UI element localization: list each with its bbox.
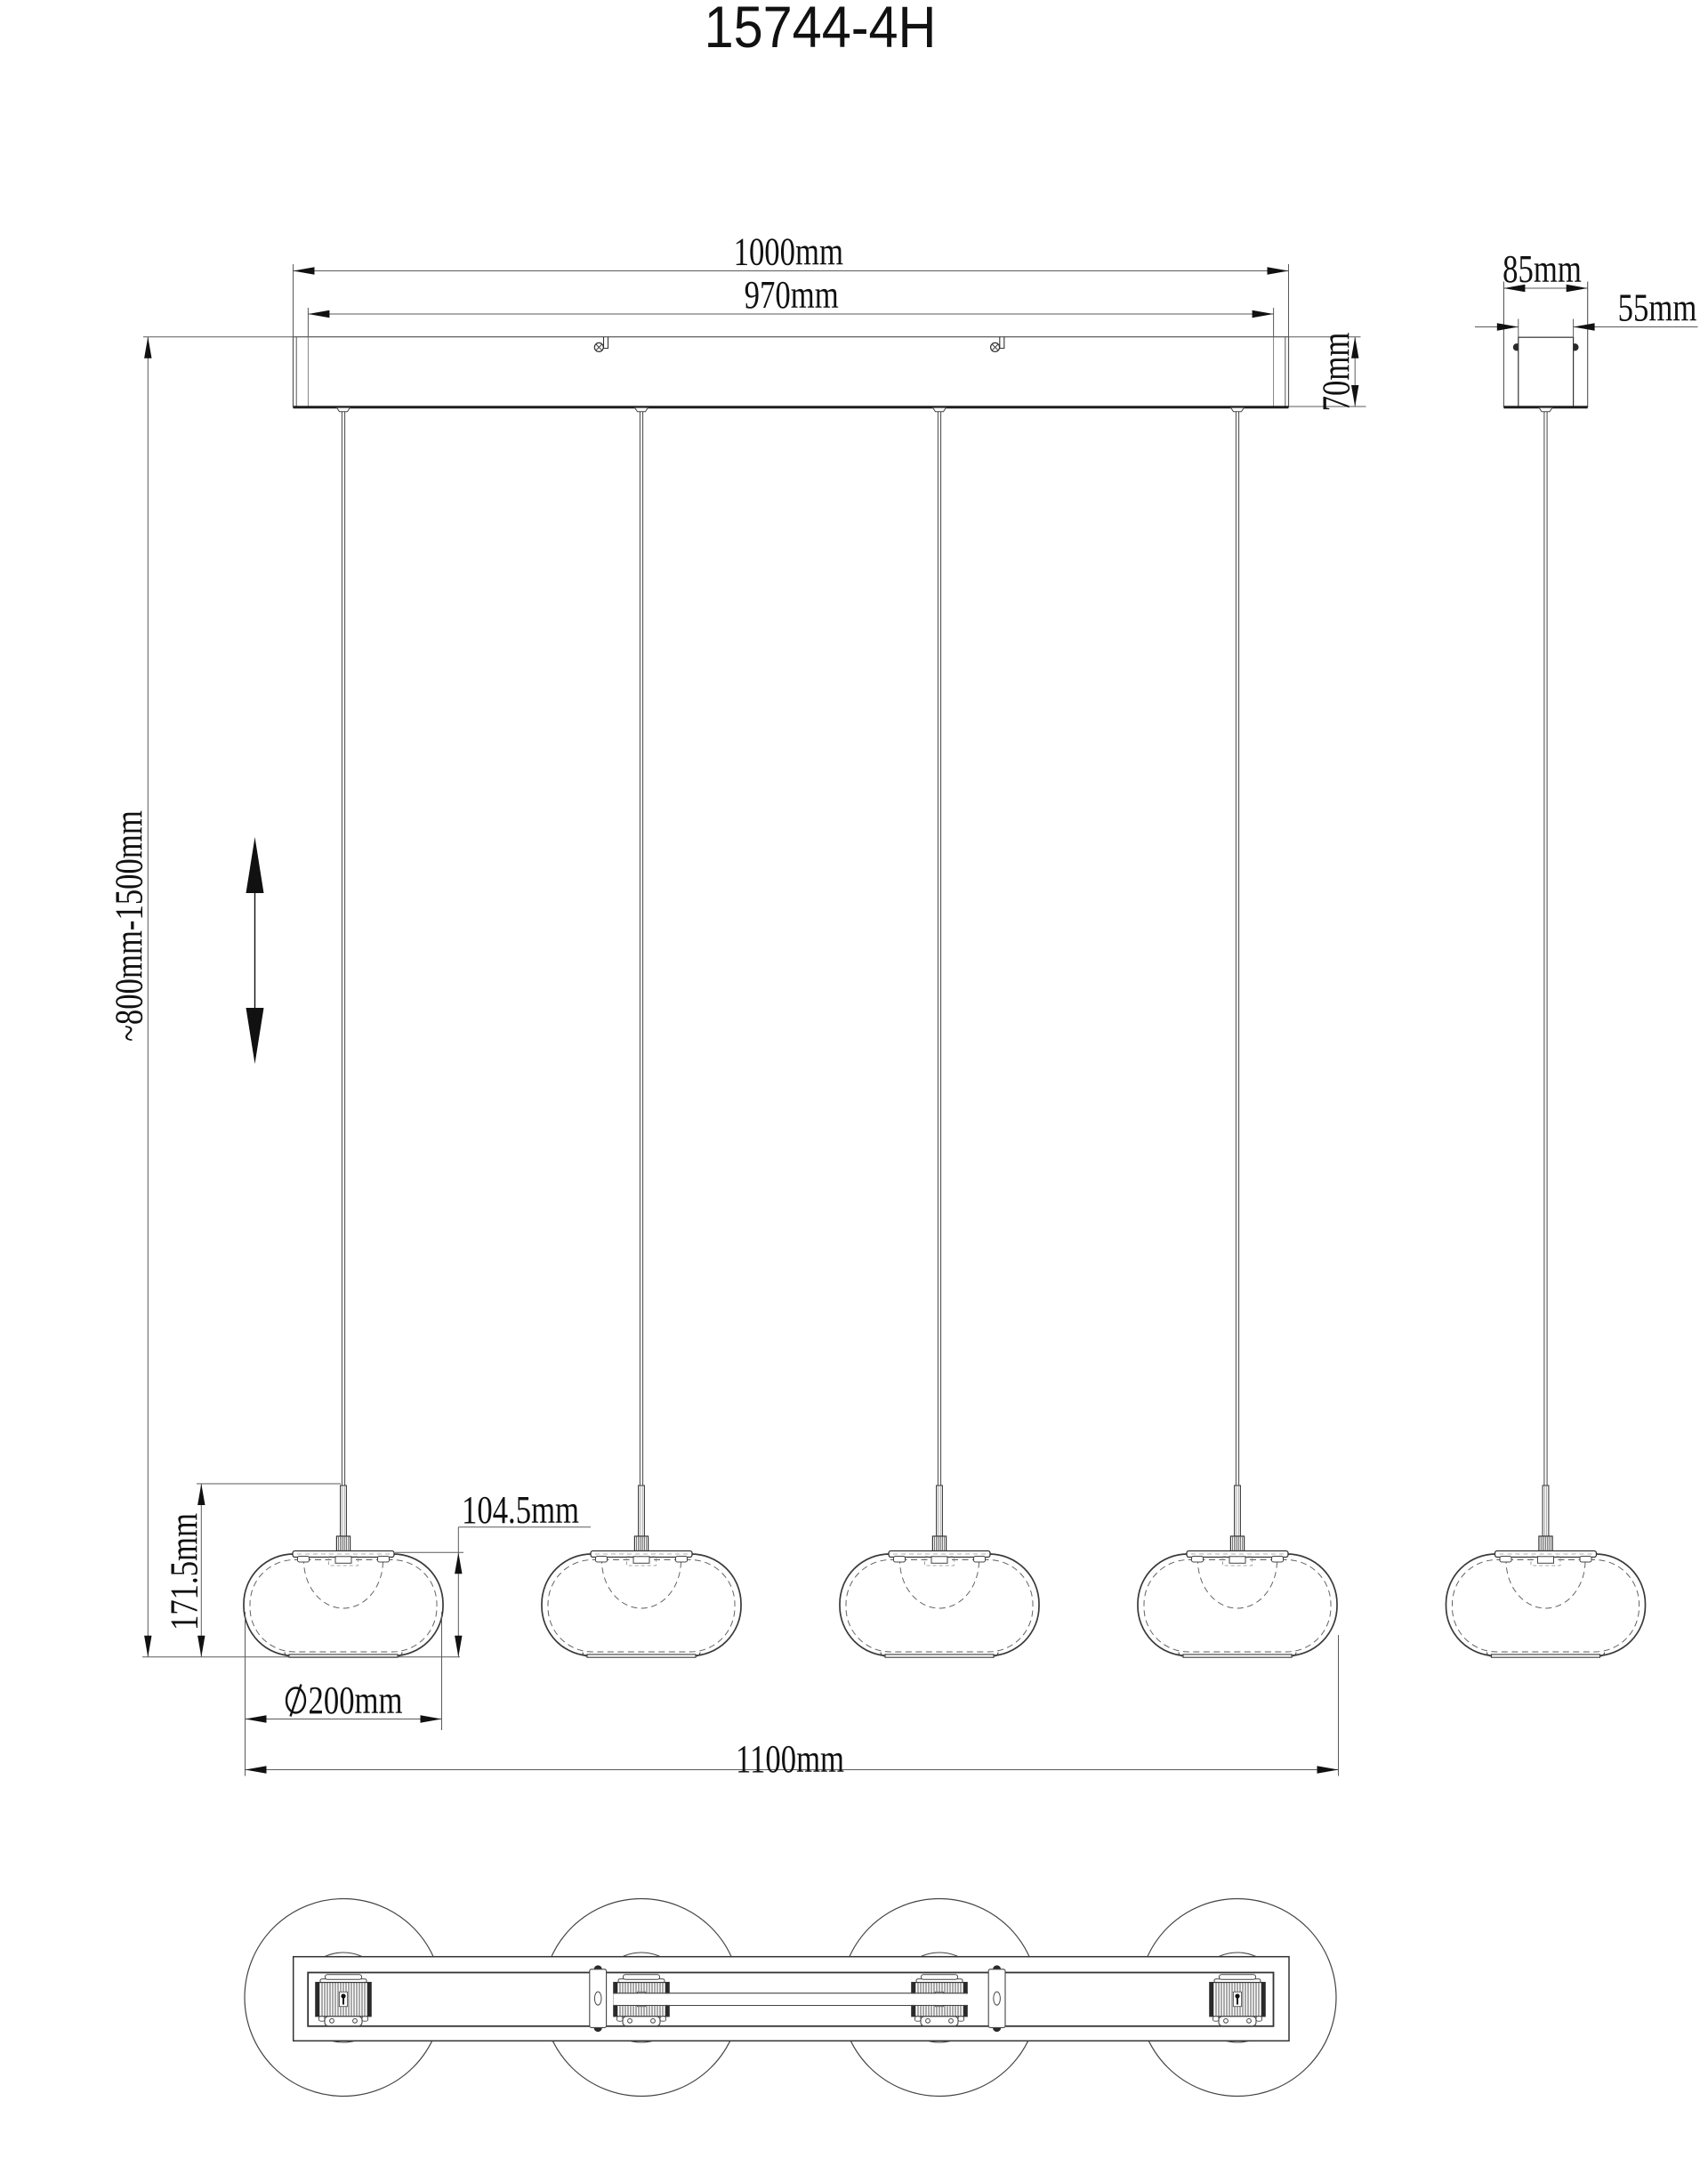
svg-text:15744-4H: 15744-4H	[705, 0, 937, 60]
svg-text:200mm: 200mm	[309, 1678, 403, 1722]
svg-text:104.5mm: 104.5mm	[462, 1487, 579, 1532]
svg-text:70mm: 70mm	[1313, 333, 1358, 412]
svg-text:1000mm: 1000mm	[734, 229, 843, 273]
svg-text:85mm: 85mm	[1503, 246, 1582, 291]
svg-text:55mm: 55mm	[1618, 285, 1697, 329]
svg-text:171.5mm: 171.5mm	[161, 1513, 205, 1631]
svg-text:1100mm: 1100mm	[736, 1736, 844, 1781]
svg-text:970mm: 970mm	[745, 272, 839, 317]
svg-text:~800mm-1500mm: ~800mm-1500mm	[106, 810, 150, 1042]
